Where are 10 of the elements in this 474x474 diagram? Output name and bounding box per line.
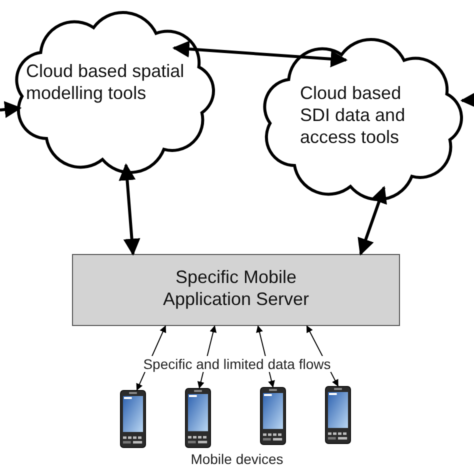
flow-label: Specific and limited data flows (143, 356, 331, 372)
caption-label: Mobile devices (190, 451, 284, 467)
node-text: Cloud based spatial modelling tools (26, 60, 186, 104)
node-text: Cloud based SDI data and access tools (300, 82, 406, 148)
arrow (172, 40, 348, 68)
arrow (118, 163, 140, 256)
arrow (358, 186, 387, 256)
arrow (460, 91, 474, 108)
arrow (0, 101, 22, 118)
node-text: Specific Mobile Application Server (162, 266, 310, 310)
